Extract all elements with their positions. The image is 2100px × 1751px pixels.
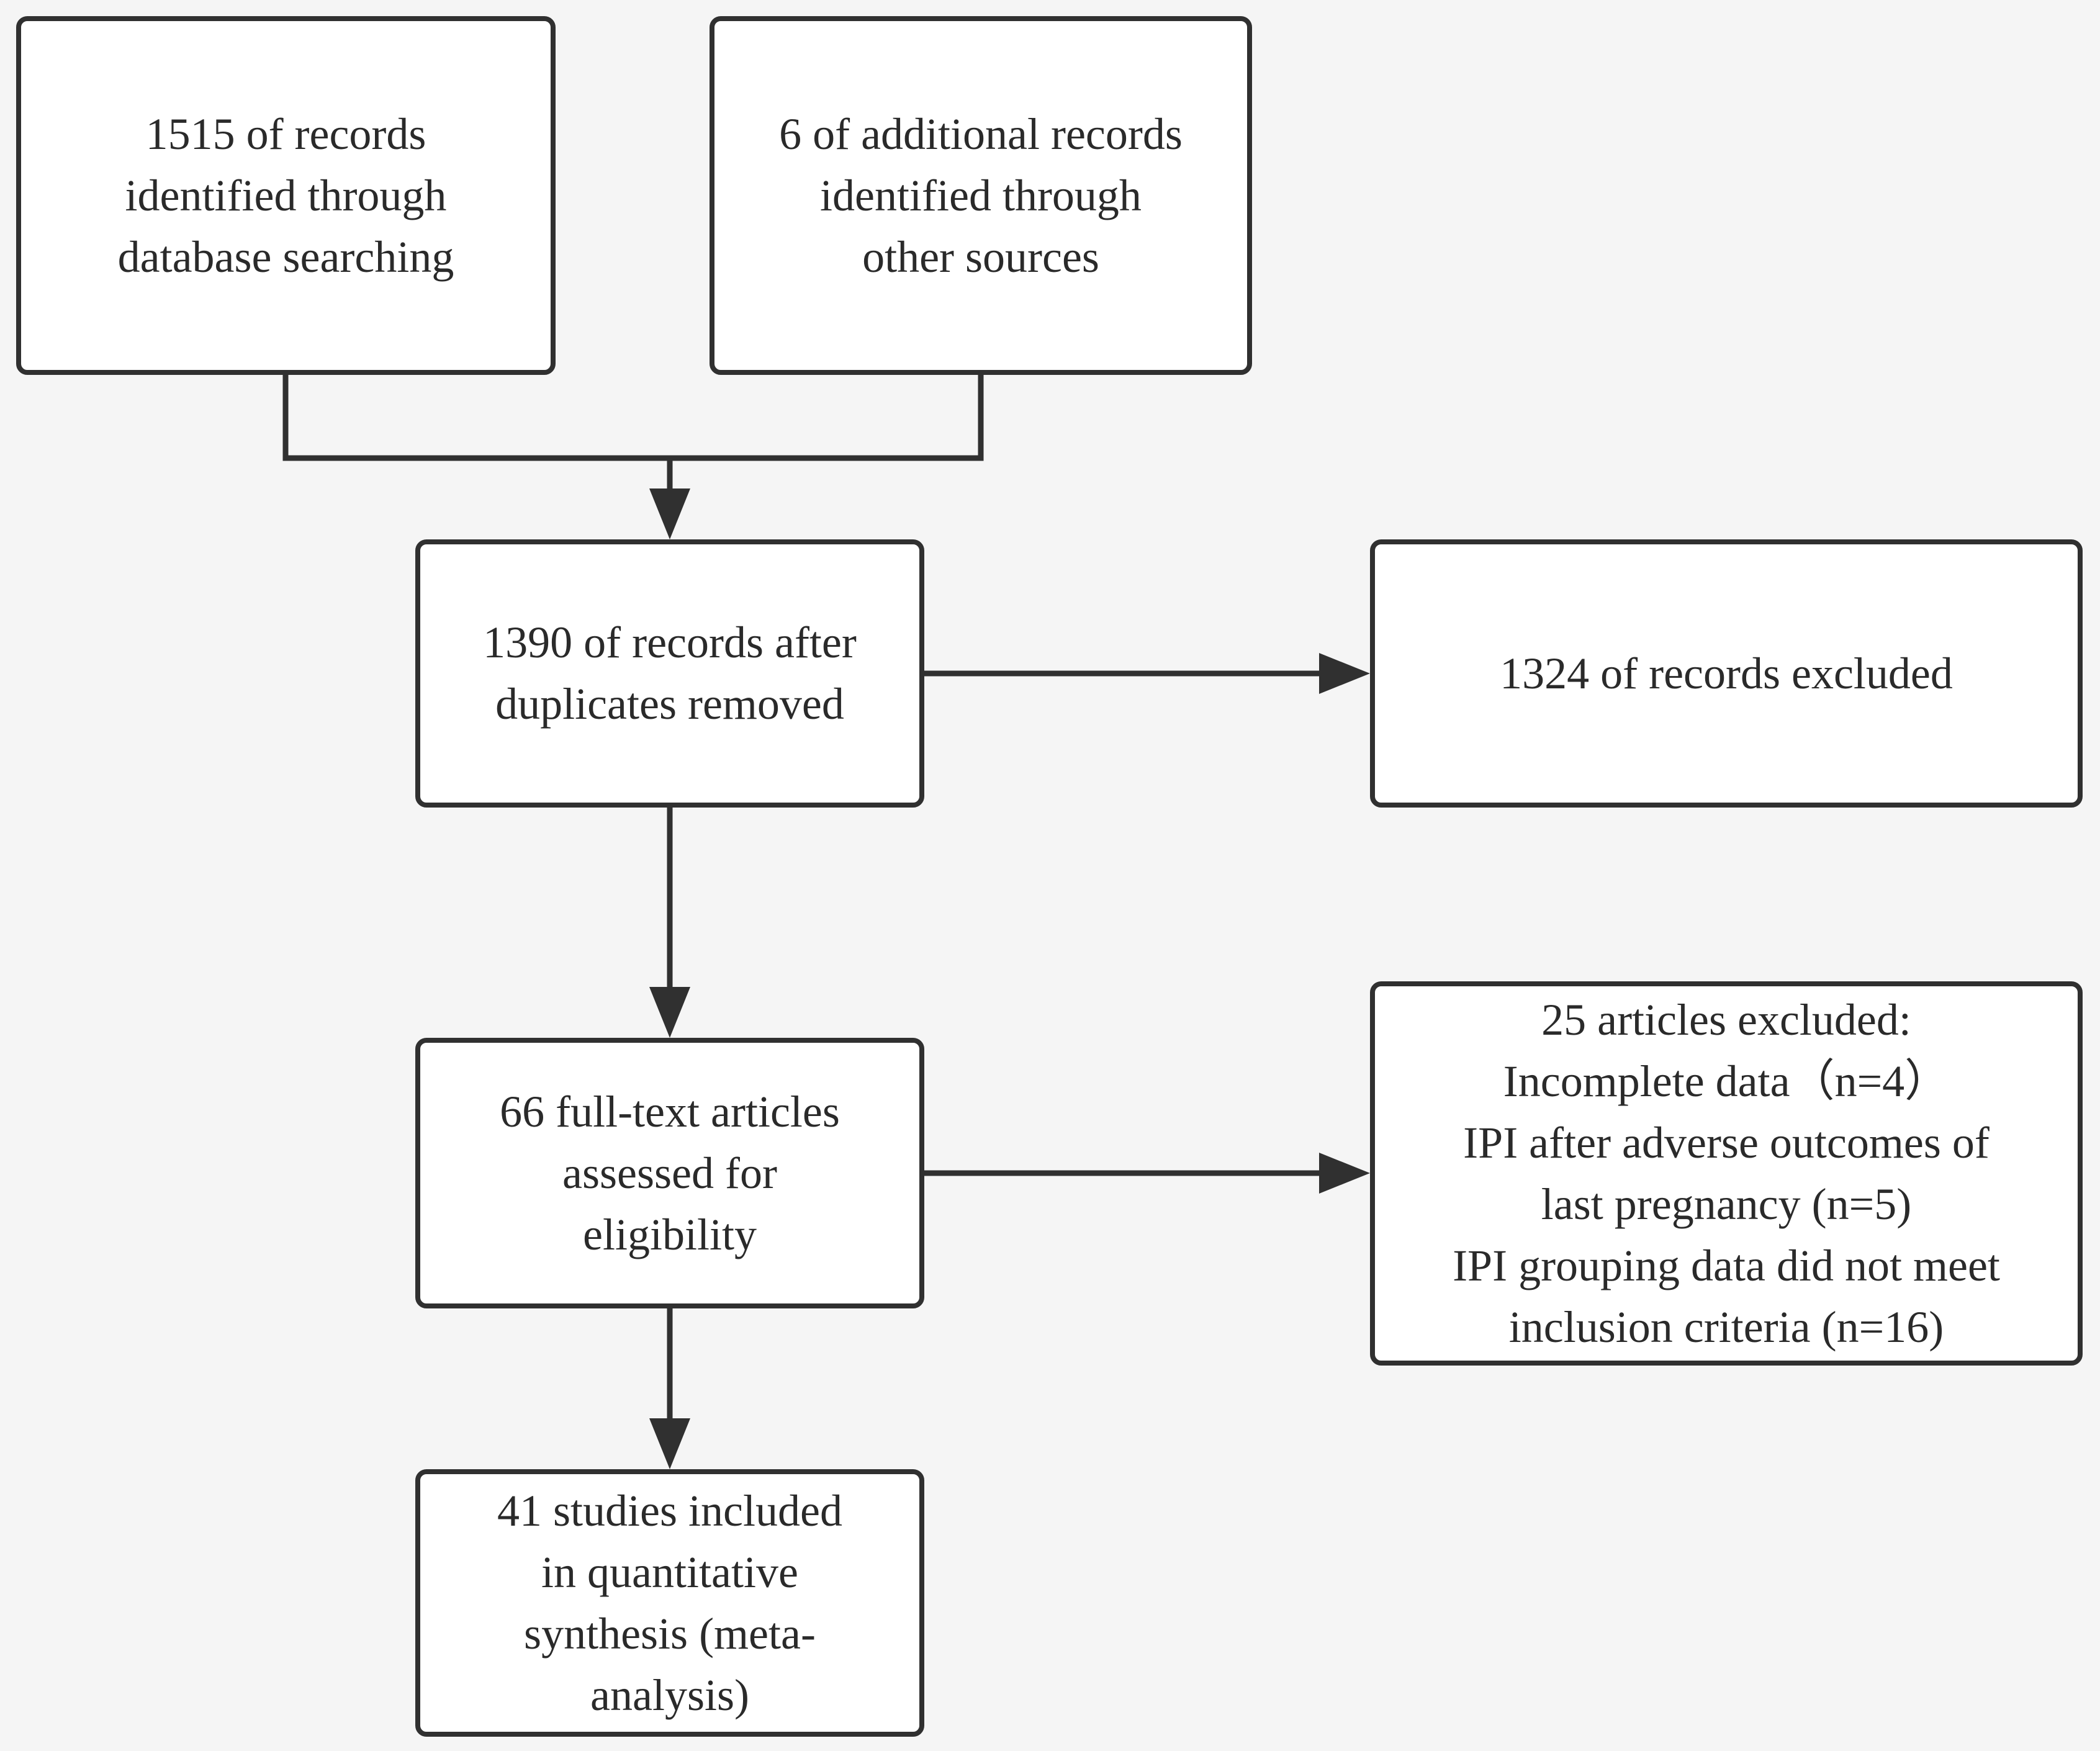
arrow-to-articles-excluded-head: [1319, 1153, 1370, 1194]
node-text-line: duplicates removed: [495, 679, 844, 729]
node-text-line: 41 studies included: [497, 1485, 842, 1536]
node-text-line: identified through: [125, 170, 447, 220]
node-text-line: 6 of additional records: [779, 109, 1183, 159]
node-text-line: synthesis (meta-: [524, 1608, 816, 1659]
node-studies-included: 41 studies included in quantitative synt…: [415, 1469, 924, 1737]
node-text-line: IPI after adverse outcomes of: [1463, 1117, 1990, 1168]
node-records-excluded: 1324 of records excluded: [1370, 539, 2083, 808]
node-text-line: identified through: [820, 170, 1142, 220]
merge-connector-line: [282, 372, 984, 461]
node-text-line: 66 full-text articles: [500, 1086, 840, 1137]
arrow-to-records-excluded-head: [1319, 653, 1370, 694]
node-text-line: analysis): [590, 1670, 749, 1720]
arrow-to-duplicates-removed-head: [649, 488, 690, 539]
node-text-line: in quantitative: [541, 1547, 798, 1597]
node-text-line: 1515 of records: [145, 109, 426, 159]
node-text-line: other sources: [862, 232, 1099, 282]
node-text-line: 25 articles excluded:: [1541, 994, 1911, 1045]
node-text-line: Incomplete data（n=4）: [1503, 1056, 1950, 1106]
node-full-text-assessed: 66 full-text articles assessed for eligi…: [415, 1038, 924, 1308]
node-text-line: inclusion criteria (n=16): [1508, 1302, 1944, 1352]
arrow-to-studies-included-head: [649, 1418, 690, 1469]
node-records-after-duplicates-removed: 1390 of records after duplicates removed: [415, 539, 924, 808]
node-records-identified-other-sources: 6 of additional records identified throu…: [710, 16, 1252, 375]
node-text-line: last pregnancy (n=5): [1541, 1179, 1912, 1229]
node-text-line: IPI grouping data did not meet: [1453, 1240, 2000, 1290]
node-text-line: 1324 of records excluded: [1500, 648, 1953, 698]
node-records-identified-database: 1515 of records identified through datab…: [16, 16, 556, 375]
arrow-to-full-text-head: [649, 987, 690, 1038]
node-articles-excluded: 25 articles excluded: Incomplete data（n=…: [1370, 981, 2083, 1366]
node-text-line: database searching: [117, 232, 454, 282]
node-text-line: 1390 of records after: [483, 618, 857, 667]
node-text-line: eligibility: [583, 1209, 757, 1259]
node-text-line: assessed for: [562, 1148, 777, 1198]
